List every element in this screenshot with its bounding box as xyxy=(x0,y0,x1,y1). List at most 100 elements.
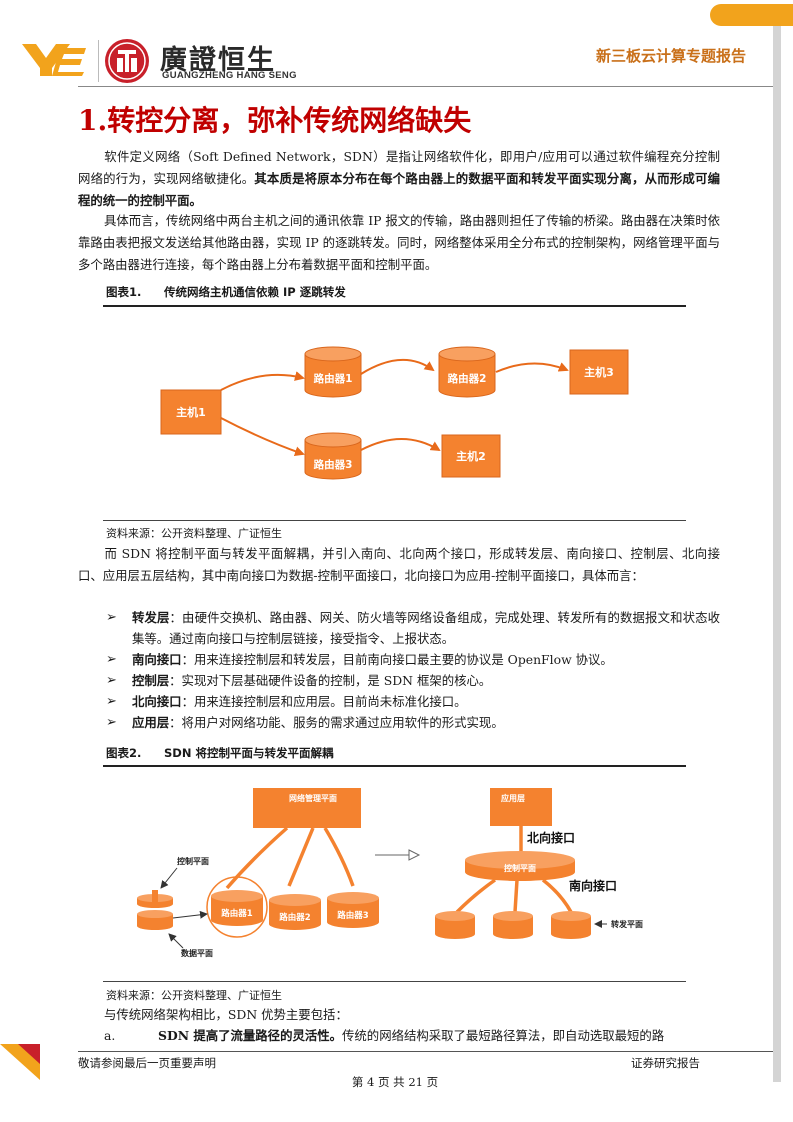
router3-label: 路由器3 xyxy=(314,458,353,471)
point-a-marker: a. xyxy=(104,1028,116,1043)
figure2-diagram: 网络管理平面 路由器1 路由器2 路由器3 控制平面 数据平面 应用层 北向接口 xyxy=(137,788,643,958)
data-plane-pointer xyxy=(168,933,184,949)
brand-name-en: GUANGZHENG HANG SENG xyxy=(162,70,297,81)
bullet-item-forwarding: ➢ 转发层：由硬件交换机、路由器、网关、防火墙等网络设备组成，完成处理、转发所有… xyxy=(106,607,720,649)
sdn-intro-text: 而 SDN 将控制平面与转发平面解耦，并引入南向、北向两个接口，形成转发层、南向… xyxy=(78,546,720,583)
footer-report-type: 证券研究报告 xyxy=(631,1056,700,1070)
northbound-label: 北向接口 xyxy=(527,830,575,845)
router1-highlight-circle xyxy=(206,876,268,938)
edge-router3-host2 xyxy=(360,438,441,452)
host1-label: 主机1 xyxy=(176,405,206,419)
bullet-text: ：用来连接控制层和应用层。目前尚未标准化接口。 xyxy=(181,694,467,709)
brand-name-cn: 廣證恒生 xyxy=(160,45,276,76)
host1-box xyxy=(160,389,222,435)
forward-switch-2 xyxy=(493,911,533,939)
point-a: a. SDN 提高了流量路径的灵活性。传统的网络结构采取了最短路径算法，即自动选取… xyxy=(104,1025,720,1047)
intro-p1-text: 软件定义网络（Soft Defined Network，SDN）是指让网络软件化… xyxy=(78,149,720,186)
left-router2-label: 路由器2 xyxy=(279,912,311,923)
footer-rule xyxy=(78,1051,773,1052)
bullet-item-southbound: ➢ 南向接口：用来连接控制层和转发层，目前南向接口最主要的协议是 OpenFlo… xyxy=(106,649,720,670)
point-a-bold: SDN 提高了流量路径的灵活性。 xyxy=(158,1028,343,1043)
host3-label: 主机3 xyxy=(584,365,614,379)
explode-arrow xyxy=(172,910,208,919)
bullet-term: 南向接口 xyxy=(132,652,182,667)
left-router1-label: 路由器1 xyxy=(221,908,253,919)
edge-router2-host3 xyxy=(495,362,569,373)
bullet-term: 应用层 xyxy=(132,715,170,730)
router2-label: 路由器2 xyxy=(448,372,487,385)
forward-switch-1 xyxy=(435,911,475,939)
right-margin-bar xyxy=(773,26,781,1082)
bullet-arrow-icon: ➢ xyxy=(106,652,117,667)
southbound-label: 南向接口 xyxy=(569,878,617,893)
figure2-label: 图表2. xyxy=(106,746,142,760)
bullet-arrow-icon: ➢ xyxy=(106,715,117,730)
intro-paragraph-2: 具体而言，传统网络中两台主机之间的通讯依靠 IP 报文的传输，路由器则担任了传输… xyxy=(78,210,720,276)
bullet-text: ：将用户对网络功能、服务的需求通过应用软件的形式实现。 xyxy=(169,715,504,730)
seal-logo-icon xyxy=(105,39,149,83)
mgmt-plane-box xyxy=(253,788,361,828)
host2-box xyxy=(441,434,501,478)
mgmt-link-3 xyxy=(323,827,355,887)
router1-label: 路由器1 xyxy=(314,372,353,385)
figure1-source: 资料来源：公开资料整理、广证恒生 xyxy=(106,527,282,540)
footer-disclaimer: 敬请参阅最后一页重要声明 xyxy=(78,1056,216,1070)
intro-p2-text: 具体而言，传统网络中两台主机之间的通讯依靠 IP 报文的传输，路由器则担任了传输… xyxy=(78,213,720,272)
figure2-caption: 图表2. SDN 将控制平面与转发平面解耦 xyxy=(106,745,333,761)
intro-p1-bold: 其本质是将原本分布在每个路由器上的数据平面和转发平面实现分离，从而形成可编程的统… xyxy=(78,171,721,208)
bullet-arrow-icon: ➢ xyxy=(106,673,117,688)
app-layer-box xyxy=(490,788,552,826)
point-a-text: 传统的网络结构采取了最短路径算法，即自动选取最短的路 xyxy=(342,1028,665,1043)
transition-arrow-icon xyxy=(408,849,421,861)
host3-box xyxy=(569,349,629,395)
bullet-term: 北向接口 xyxy=(132,694,182,709)
edge-router1-router2 xyxy=(360,359,435,375)
left-router2-cylinder: 路由器2 xyxy=(269,894,321,930)
left-router3-cylinder: 路由器3 xyxy=(327,892,379,928)
intro-paragraph-1: 软件定义网络（Soft Defined Network，SDN）是指让网络软件化… xyxy=(78,146,720,212)
edge-host1-router3 xyxy=(220,417,305,457)
data-plane-disk xyxy=(137,910,173,930)
brand-logo-icon xyxy=(22,44,86,76)
mgmt-link-2 xyxy=(287,827,315,887)
figure2-top-rule xyxy=(103,765,686,767)
figure1-label: 图表1. xyxy=(106,285,142,299)
south-link-1 xyxy=(455,878,497,914)
controller-disk: 控制平面 xyxy=(465,851,575,881)
figure1-diagram: 主机1 路由器1 路由器2 路由器3 主机3 主机2 xyxy=(160,346,629,480)
figure1-top-rule xyxy=(103,305,686,307)
corner-triangle-icon xyxy=(0,1044,40,1080)
edge-host1-router1 xyxy=(220,371,305,391)
bullet-arrow-icon: ➢ xyxy=(106,610,117,625)
router3-cylinder: 路由器3 xyxy=(304,432,362,480)
header-accent-tab xyxy=(710,4,793,26)
router1-cylinder: 路由器1 xyxy=(304,346,362,398)
south-link-2 xyxy=(513,879,519,913)
figure2-bottom-rule xyxy=(103,981,686,982)
report-type-label: 新三板云计算专题报告 xyxy=(596,47,747,65)
bullet-text: ：由硬件交换机、路由器、网关、防火墙等网络设备组成，完成处理、转发所有的数据报文… xyxy=(132,610,721,646)
figure1-bottom-rule xyxy=(103,520,686,521)
router2-cylinder: 路由器2 xyxy=(438,346,496,398)
header-rule xyxy=(78,86,773,87)
bullet-text: ：用来连接控制层和转发层，目前南向接口最主要的协议是 OpenFlow 协议。 xyxy=(181,652,613,667)
mgmt-plane-label: 网络管理平面 xyxy=(289,793,337,803)
control-plane-pointer xyxy=(160,867,178,889)
logo-divider xyxy=(98,40,99,82)
left-router1-cylinder: 路由器1 xyxy=(211,890,263,926)
figure1-title: 传统网络主机通信依赖 IP 逐跳转发 xyxy=(164,285,346,299)
section-title: 1.转控分离，弥补传统网络缺失 xyxy=(78,104,472,137)
app-layer-label: 应用层 xyxy=(501,793,525,803)
figure2-title: SDN 将控制平面与转发平面解耦 xyxy=(164,746,334,760)
data-plane-text: 数据平面 xyxy=(181,948,213,958)
bullet-item-northbound: ➢ 北向接口：用来连接控制层和应用层。目前尚未标准化接口。 xyxy=(106,691,720,712)
bullet-arrow-icon: ➢ xyxy=(106,694,117,709)
host2-label: 主机2 xyxy=(456,449,486,463)
figure2-source: 资料来源：公开资料整理、广证恒生 xyxy=(106,989,282,1002)
bullet-term: 控制层 xyxy=(132,673,170,688)
compare-intro-text: 与传统网络架构相比，SDN 优势主要包括： xyxy=(104,1007,348,1022)
sdn-intro-paragraph: 而 SDN 将控制平面与转发平面解耦，并引入南向、北向两个接口，形成转发层、南向… xyxy=(78,543,720,587)
bullet-item-control: ➢ 控制层：实现对下层基础硬件设备的控制，是 SDN 框架的核心。 xyxy=(106,670,720,691)
page-number: 第 4 页 共 21 页 xyxy=(351,1075,439,1089)
compare-intro-paragraph: 与传统网络架构相比，SDN 优势主要包括： xyxy=(78,1004,720,1026)
